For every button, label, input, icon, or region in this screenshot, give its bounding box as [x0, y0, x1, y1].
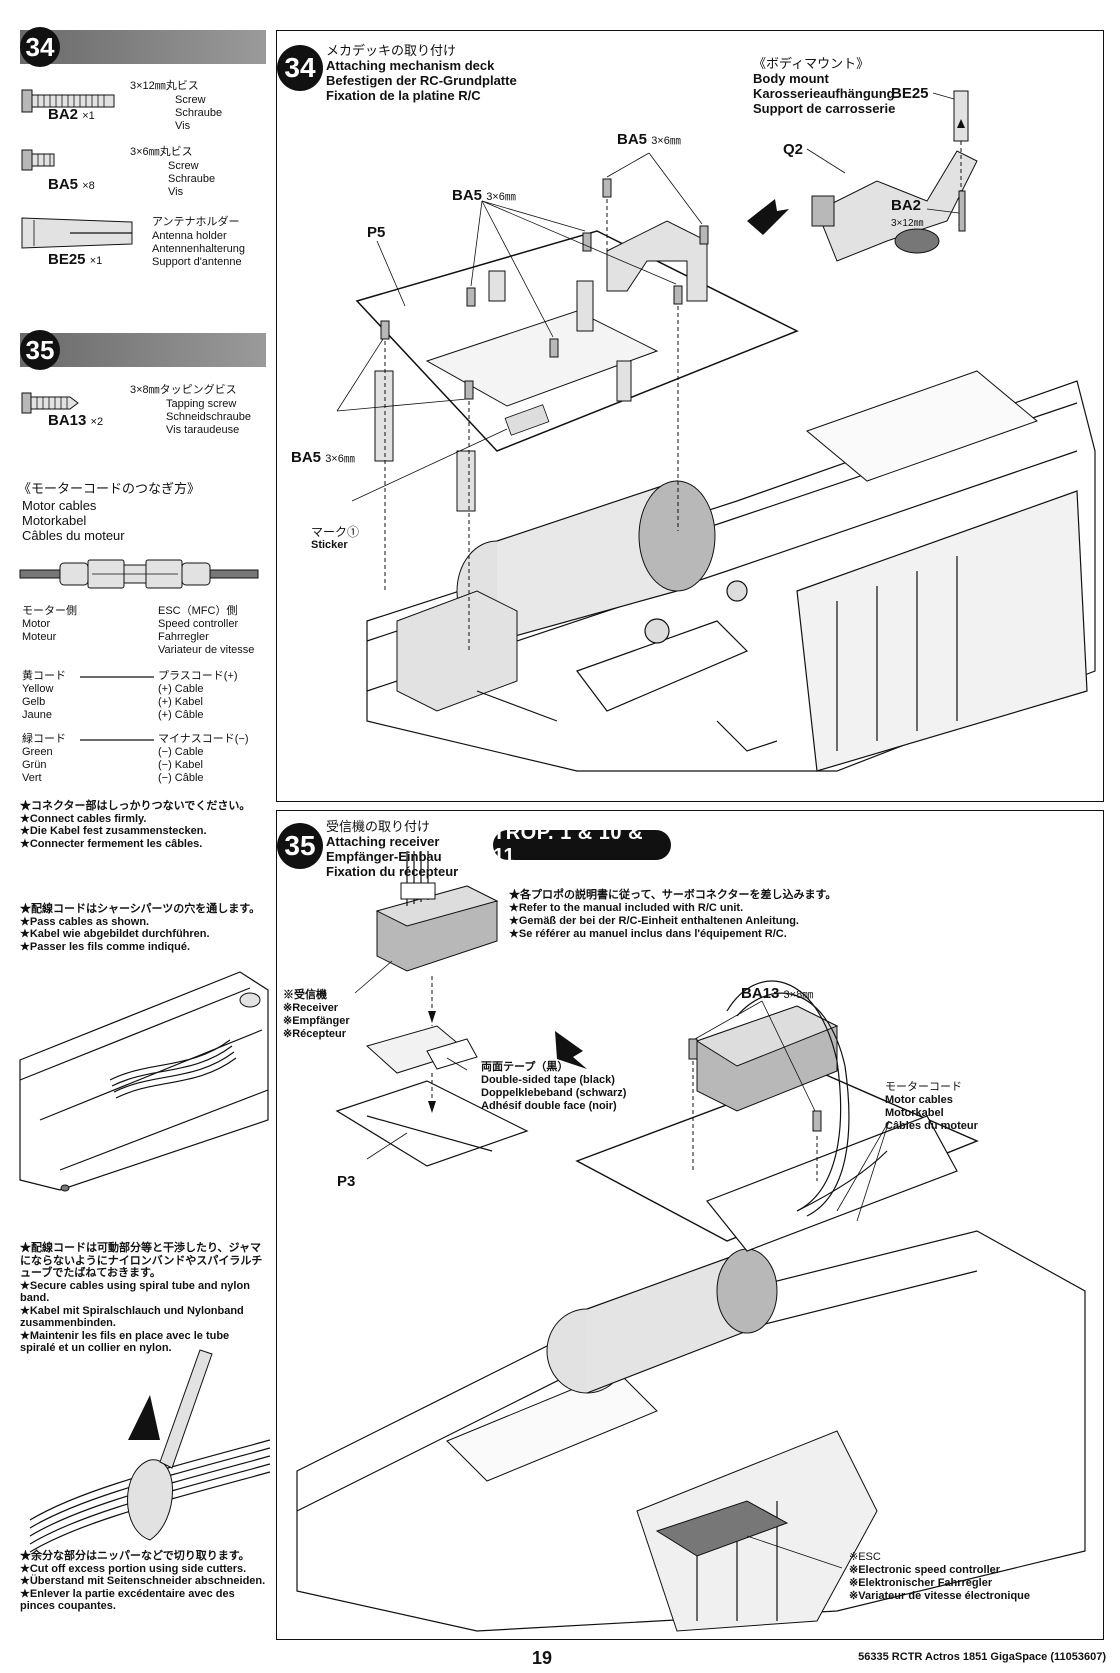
panel-34-title: メカデッキの取り付け Attaching mechanism deck Befe… — [326, 43, 517, 103]
note-cut-excess: ★余分な部分はニッパーなどで切り取ります。 ★Cut off excess po… — [20, 1550, 266, 1612]
ba5-screw-icon — [21, 149, 55, 171]
esc-label: ※ESC ※Electronic speed controller ※Elekt… — [849, 1551, 1031, 1602]
plus-cable-label: プラスコード(+) (+) Cable (+) Kabel (+) Câble — [158, 670, 238, 721]
double-sided-tape-label: 両面テープ（黒） Double-sided tape (black) Doppe… — [481, 1061, 627, 1112]
part-ba5-size: 3×6㎜丸ビス — [130, 146, 193, 158]
body-mount-label: 《ボディマウント》 Body mount Karosserieaufhängun… — [753, 56, 896, 116]
sticker-label: マーク① Sticker — [311, 525, 360, 552]
panel-35-title: 受信機の取り付け Attaching receiver Empfänger-Ei… — [326, 819, 459, 879]
mechanism-deck-illustration — [336, 90, 1096, 772]
part-code: BA5 ×8 — [48, 176, 95, 193]
part-ba13-de: Schneidschraube — [166, 411, 252, 423]
part-be25-jp: アンテナホルダー — [152, 216, 240, 228]
note-connect-firmly: ★コネクター部はしっかりつないでください。 ★Connect cables fi… — [20, 800, 251, 850]
callout-p5: P5 — [367, 224, 386, 241]
motor-cables-heading-en: Motor cables — [22, 498, 97, 513]
callout-ba2: BA2 3×12㎜ — [891, 197, 924, 229]
part-be25-fr: Support d'antenne — [152, 256, 242, 268]
step-35-header-bar: 35 — [20, 330, 266, 370]
part-be25-en: Antenna holder — [152, 230, 227, 242]
part-ba5: BA5 ×8 3×6㎜丸ビス Screw Schraube Vis — [20, 146, 270, 198]
part-code: BA2 ×1 — [48, 106, 95, 123]
part-ba2-size: 3×12㎜丸ビス — [130, 80, 199, 92]
motor-cables-heading-de: Motorkabel — [22, 513, 87, 528]
note-secure-cables: ★配線コードは可動部分等と干渉したり、ジャマにならないようにナイロンバンドやスパ… — [20, 1242, 263, 1354]
step-34-header-bar: 34 — [20, 27, 266, 67]
step-35-panel: 35 受信機の取り付け Attaching receiver Empfänger… — [276, 810, 1104, 1640]
yellow-cable-label: 黄コード Yellow Gelb Jaune — [22, 670, 66, 721]
callout-ba5-top: BA5 3×6㎜ — [617, 131, 681, 148]
callout-be25: BE25 — [891, 85, 929, 102]
nylon-band-illustration — [29, 1349, 271, 1553]
ba2-screw-icon — [21, 89, 115, 113]
pass-cables-illustration — [19, 971, 269, 1192]
refer-rc-manual-note: ★各プロポの説明書に従って、サーボコネクターを差し込みます。 ★Refer to… — [509, 889, 837, 940]
step-35-number: 35 — [20, 330, 60, 370]
be25-antenna-holder-icon — [21, 217, 133, 249]
part-ba2: BA2 ×1 3×12㎜丸ビス Screw Schraube Vis — [20, 80, 270, 132]
callout-p3: P3 — [337, 1173, 356, 1190]
callout-ba5-left: BA5 3×6㎜ — [291, 449, 355, 466]
note-pass-cables: ★配線コードはシャーシパーツの穴を通します。 ★Pass cables as s… — [20, 903, 261, 953]
footer-product-code: 56335 RCTR Actros 1851 GigaSpace (110536… — [858, 1651, 1106, 1663]
part-ba2-fr: Vis — [175, 120, 191, 132]
motor-cables-label: モーターコード Motor cables Motorkabel Câbles d… — [885, 1081, 978, 1132]
receiver-illustration — [296, 851, 1086, 1632]
trop-reference-badge: TROP. 1 & 10 & 11 — [493, 822, 671, 867]
callout-q2: Q2 — [783, 141, 804, 158]
part-ba2-de: Schraube — [175, 107, 223, 119]
step-34-panel: 34 メカデッキの取り付け Attaching mechanism deck B… — [276, 30, 1104, 802]
part-ba13-fr: Vis taraudeuse — [166, 424, 240, 436]
part-ba5-en: Screw — [168, 160, 199, 172]
part-code: BA13 ×2 — [48, 412, 104, 429]
esc-side-label: ESC（MFC）側 Speed controller Fahrregler Va… — [158, 605, 255, 656]
callout-ba5-middle: BA5 3×6㎜ — [452, 187, 516, 204]
part-ba13-size: 3×8㎜タッピングビス — [130, 384, 237, 396]
motor-side-label: モーター側 Motor Moteur — [22, 605, 77, 643]
page-number: 19 — [532, 1648, 553, 1668]
step-34-number: 34 — [20, 27, 60, 67]
receiver-label: ※受信機 ※Receiver ※Empfänger ※Récepteur — [283, 989, 350, 1040]
motor-cable-connector-illustration — [19, 559, 259, 589]
part-ba13: BA13 ×2 3×8㎜タッピングビス Tapping screw Schnei… — [20, 384, 270, 440]
minus-cable-label: マイナスコード(−) (−) Cable (−) Kabel (−) Câble — [158, 733, 249, 784]
panel-34-number: 34 — [277, 45, 323, 91]
part-be25: BE25 ×1 アンテナホルダー Antenna holder Antennen… — [20, 216, 270, 270]
part-be25-de: Antennenhalterung — [152, 243, 245, 255]
callout-ba13: BA13 3×8㎜ — [741, 985, 814, 1002]
part-ba5-de: Schraube — [168, 173, 216, 185]
part-ba2-en: Screw — [175, 94, 206, 106]
motor-cables-heading-fr: Câbles du moteur — [22, 528, 125, 543]
ba13-tapping-screw-icon — [21, 392, 79, 414]
motor-cables-heading-jp: 《モーターコードのつなぎ方》 — [18, 481, 201, 496]
part-code: BE25 ×1 — [48, 251, 103, 268]
panel-35-number: 35 — [277, 823, 323, 869]
part-ba5-fr: Vis — [168, 186, 184, 198]
green-cable-label: 緑コード Green Grün Vert — [22, 733, 66, 784]
part-ba13-en: Tapping screw — [166, 398, 237, 410]
